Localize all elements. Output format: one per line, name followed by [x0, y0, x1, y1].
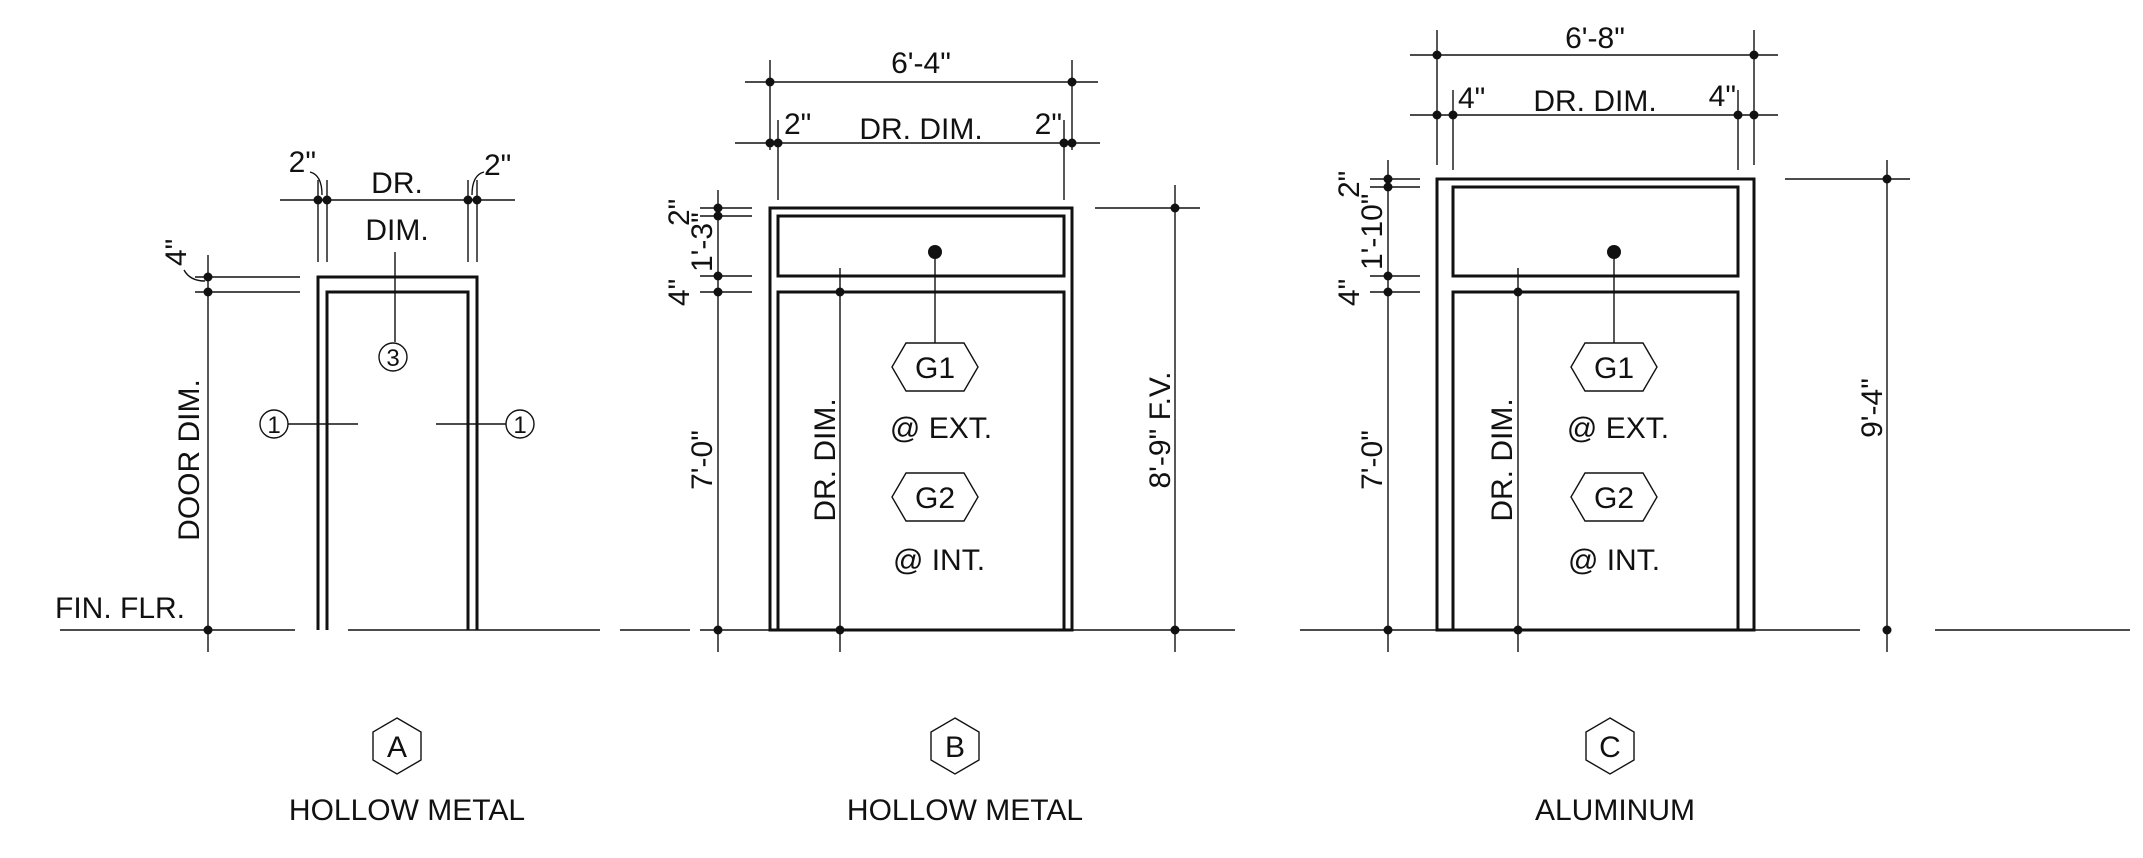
overall-width-dimension-b [745, 60, 1098, 150]
frame-b [768, 206, 1074, 632]
svg-text:G1: G1 [1594, 352, 1634, 385]
side-label-left-a: 2" [289, 146, 316, 179]
callout-1-left-a: 1 [259, 409, 358, 439]
glass-ext-note-b: @ EXT. [890, 412, 992, 445]
dim-top-c: 2" [1333, 171, 1366, 198]
type-tag-c: C [1585, 717, 1635, 775]
glass-int-note-b: @ INT. [893, 544, 985, 577]
door-width-dimension-b [735, 120, 1100, 200]
side-label-right-c: 4" [1709, 80, 1736, 113]
glass-ext-note-c: @ EXT. [1567, 412, 1669, 445]
dim-door-b: 7'-0" [686, 430, 719, 490]
svg-text:A: A [387, 731, 407, 764]
frame-c [1435, 177, 1756, 632]
title-a: HOLLOW METAL [289, 794, 525, 827]
elevation-c: 6'-8" 4" 4" DR. DIM. 2" 1'-10" 4" [1333, 22, 1910, 827]
overall-height-c: 9'-4" [1856, 378, 1889, 438]
head-label-a: 4" [160, 239, 193, 266]
glass-tag-g2-b: G2 [891, 472, 979, 522]
side-label-left-c: 4" [1458, 82, 1485, 115]
svg-text:G2: G2 [1594, 482, 1634, 515]
height-label-a: DOOR DIM. [173, 379, 206, 541]
door-width-dimension-c [1410, 90, 1778, 170]
svg-text:3: 3 [386, 345, 399, 372]
svg-text:1: 1 [267, 412, 280, 439]
glass-tag-g1-c: G1 [1570, 342, 1658, 392]
callout-3-a: 3 [378, 342, 408, 372]
side-label-left-b: 2" [784, 108, 811, 141]
overall-width-b: 6'-4" [891, 47, 951, 80]
dim-transom-b: 1'-3" [686, 212, 719, 272]
svg-text:C: C [1599, 731, 1621, 764]
callout-1-right-a: 1 [436, 409, 535, 439]
dim-door-c: 7'-0" [1356, 430, 1389, 490]
glass-tag-g2-c: G2 [1570, 472, 1658, 522]
overall-width-dimension-c [1410, 30, 1778, 165]
overall-height-b: 8'-9" F.V. [1144, 372, 1177, 489]
door-height-dimension-b [835, 268, 845, 652]
width-label-2-a: DIM. [365, 214, 428, 247]
type-tag-a: A [372, 717, 422, 775]
svg-text:G2: G2 [915, 482, 955, 515]
side-label-right-a: 2" [484, 149, 511, 182]
dim-top-b: 2" [663, 199, 696, 226]
height-dimension-left-b [700, 190, 752, 652]
glass-int-note-c: @ INT. [1568, 544, 1660, 577]
overall-height-dimension-c [1785, 160, 1910, 652]
dim-mullion-b: 4" [663, 279, 696, 306]
overall-height-dimension-b [1095, 185, 1200, 652]
door-height-label-c: DR. DIM. [1486, 398, 1519, 521]
overall-width-c: 6'-8" [1565, 22, 1625, 55]
width-label-a: DR. [371, 167, 423, 200]
svg-text:1: 1 [513, 412, 526, 439]
elevation-b: 6'-4" 2" 2" DR. DIM. 2" 1'-3" 4" [663, 47, 1200, 827]
height-dimension-a [183, 255, 300, 652]
frame-a [316, 275, 479, 630]
door-height-dimension-c [1513, 268, 1523, 652]
door-height-label-b: DR. DIM. [809, 398, 842, 521]
height-dimension-left-c [1370, 160, 1420, 652]
leader-dot-b [928, 245, 942, 259]
elevation-a: 2" 2" DR. DIM. 3 1 1 4 [160, 146, 535, 827]
floor-label: FIN. FLR. [55, 592, 185, 625]
door-width-label-c: DR. DIM. [1533, 85, 1656, 118]
side-label-right-b: 2" [1035, 108, 1062, 141]
svg-text:G1: G1 [915, 352, 955, 385]
door-width-label-b: DR. DIM. [859, 113, 982, 146]
title-b: HOLLOW METAL [847, 794, 1083, 827]
width-dimension-a [280, 171, 515, 262]
svg-text:B: B [945, 731, 965, 764]
leader-dot-c [1607, 245, 1621, 259]
glass-tag-g1-b: G1 [891, 342, 979, 392]
dim-mullion-c: 4" [1333, 279, 1366, 306]
type-tag-b: B [930, 717, 980, 775]
dim-transom-c: 1'-10" [1356, 194, 1389, 270]
title-c: ALUMINUM [1535, 794, 1695, 827]
